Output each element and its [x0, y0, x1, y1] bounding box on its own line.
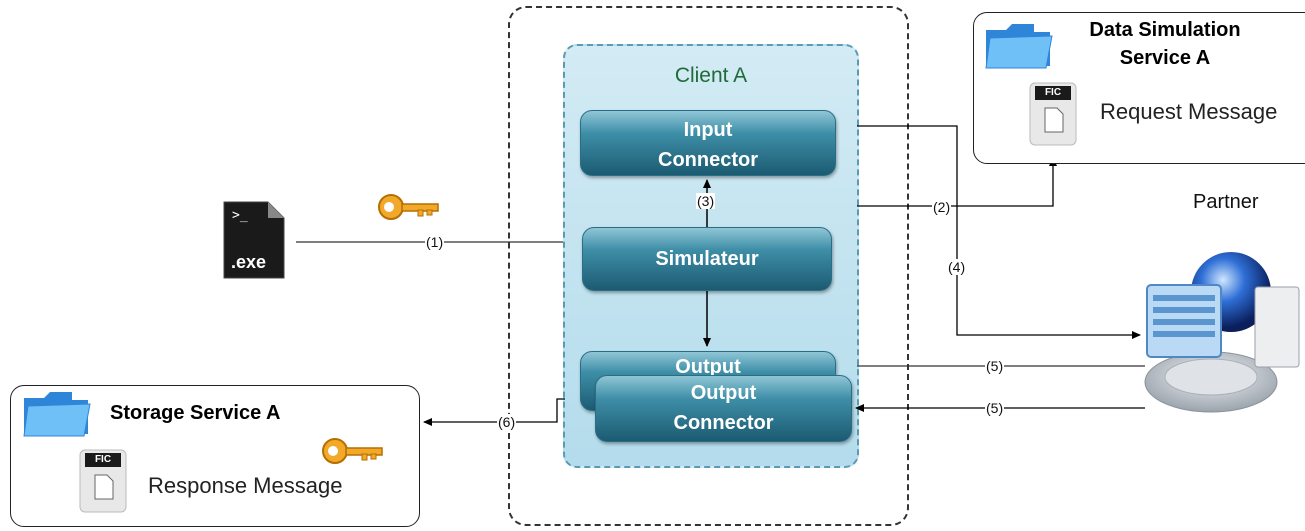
edge-label-4: (4) — [947, 259, 967, 275]
exe-prompt: >_ — [232, 208, 248, 223]
data-service-title-line1: Data Simulation — [1089, 19, 1241, 41]
output-connector-front: Output Connector — [595, 375, 852, 442]
system-boundary — [508, 6, 909, 526]
request-message: Request Message — [1100, 99, 1278, 124]
edge-4-line — [857, 125, 1141, 339]
input-connector: Input Connector — [580, 110, 836, 176]
file-icon: FIC — [79, 449, 127, 518]
input-connector-line1: Input — [683, 119, 733, 141]
file-icon-label: FIC — [94, 454, 112, 465]
response-message: Response Message — [148, 473, 343, 498]
key-icon — [376, 192, 440, 229]
data-service-title-line2: Service A — [1119, 47, 1211, 69]
edge-label-6: (6) — [497, 414, 517, 430]
storage-service-title: Storage Service A — [110, 402, 281, 424]
partner-icon — [1143, 247, 1303, 432]
folder-icon — [22, 390, 92, 443]
output-front-line2: Connector — [673, 412, 774, 434]
exe-label: .exe — [231, 252, 267, 272]
edge-label-5a: (5) — [985, 358, 1005, 374]
client-title: Client A — [674, 64, 748, 87]
data-service-title: Data Simulation Service A — [1060, 16, 1270, 72]
folder-icon — [984, 22, 1054, 75]
output-back-line1: Output — [675, 356, 741, 378]
edge-label-5b: (5) — [985, 400, 1005, 416]
executable-icon: >_ .exe — [222, 200, 286, 280]
edge-label-3: (3) — [696, 193, 716, 209]
file-icon: FIC — [1029, 82, 1077, 151]
output-front-line1: Output — [690, 382, 757, 404]
partner-label: Partner — [1193, 191, 1259, 213]
input-connector-line2: Connector — [658, 149, 758, 171]
edge-6-line — [423, 398, 565, 426]
key-icon — [320, 436, 384, 473]
simulator-box: Simulateur — [582, 227, 832, 291]
file-icon-label: FIC — [1044, 87, 1062, 98]
edge-label-2: (2) — [932, 199, 952, 215]
edge-label-1: (1) — [425, 234, 445, 250]
edge-2-line — [857, 157, 1057, 207]
